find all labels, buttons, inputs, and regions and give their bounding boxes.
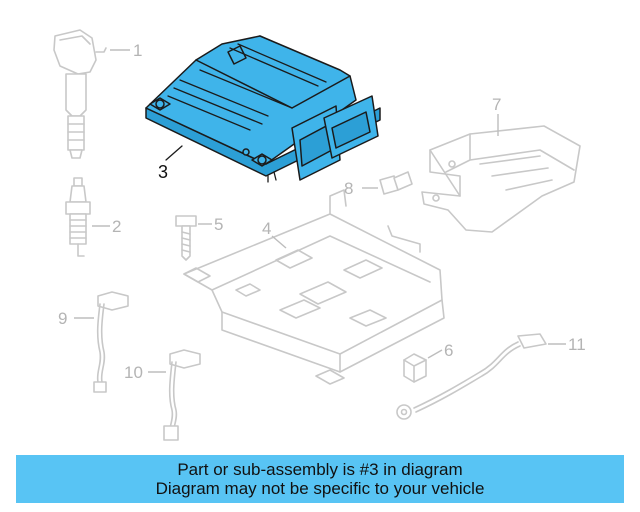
cam-sensor-part bbox=[163, 349, 201, 441]
callout-5: 5 bbox=[214, 215, 223, 234]
sensor-part bbox=[379, 171, 413, 195]
info-banner: Part or sub-assembly is #3 in diagram Di… bbox=[16, 455, 624, 503]
callout-9: 9 bbox=[58, 309, 67, 328]
callout-1: 1 bbox=[133, 41, 142, 60]
spark-plug-part bbox=[65, 177, 91, 257]
callout-11: 11 bbox=[568, 335, 586, 354]
parts-diagram: 1 2 3 bbox=[53, 29, 586, 441]
bracket-part bbox=[421, 125, 581, 233]
callout-7: 7 bbox=[492, 95, 501, 114]
crank-sensor-part bbox=[93, 291, 129, 393]
banner-line-1: Part or sub-assembly is #3 in diagram bbox=[177, 460, 463, 479]
callout-8: 8 bbox=[344, 179, 353, 198]
callout-6: 6 bbox=[444, 341, 453, 360]
nut-part bbox=[403, 353, 427, 383]
callout-2: 2 bbox=[112, 217, 121, 236]
mounting-bracket-part bbox=[183, 189, 445, 385]
callout-4: 4 bbox=[262, 219, 271, 238]
engine-control-module-part bbox=[145, 35, 381, 183]
knock-sensor-part bbox=[396, 333, 547, 420]
callout-3: 3 bbox=[158, 162, 168, 182]
callout-10: 10 bbox=[124, 363, 143, 382]
banner-line-2: Diagram may not be specific to your vehi… bbox=[155, 479, 485, 498]
bolt-part bbox=[175, 215, 197, 261]
ignition-coil-part bbox=[53, 29, 107, 159]
